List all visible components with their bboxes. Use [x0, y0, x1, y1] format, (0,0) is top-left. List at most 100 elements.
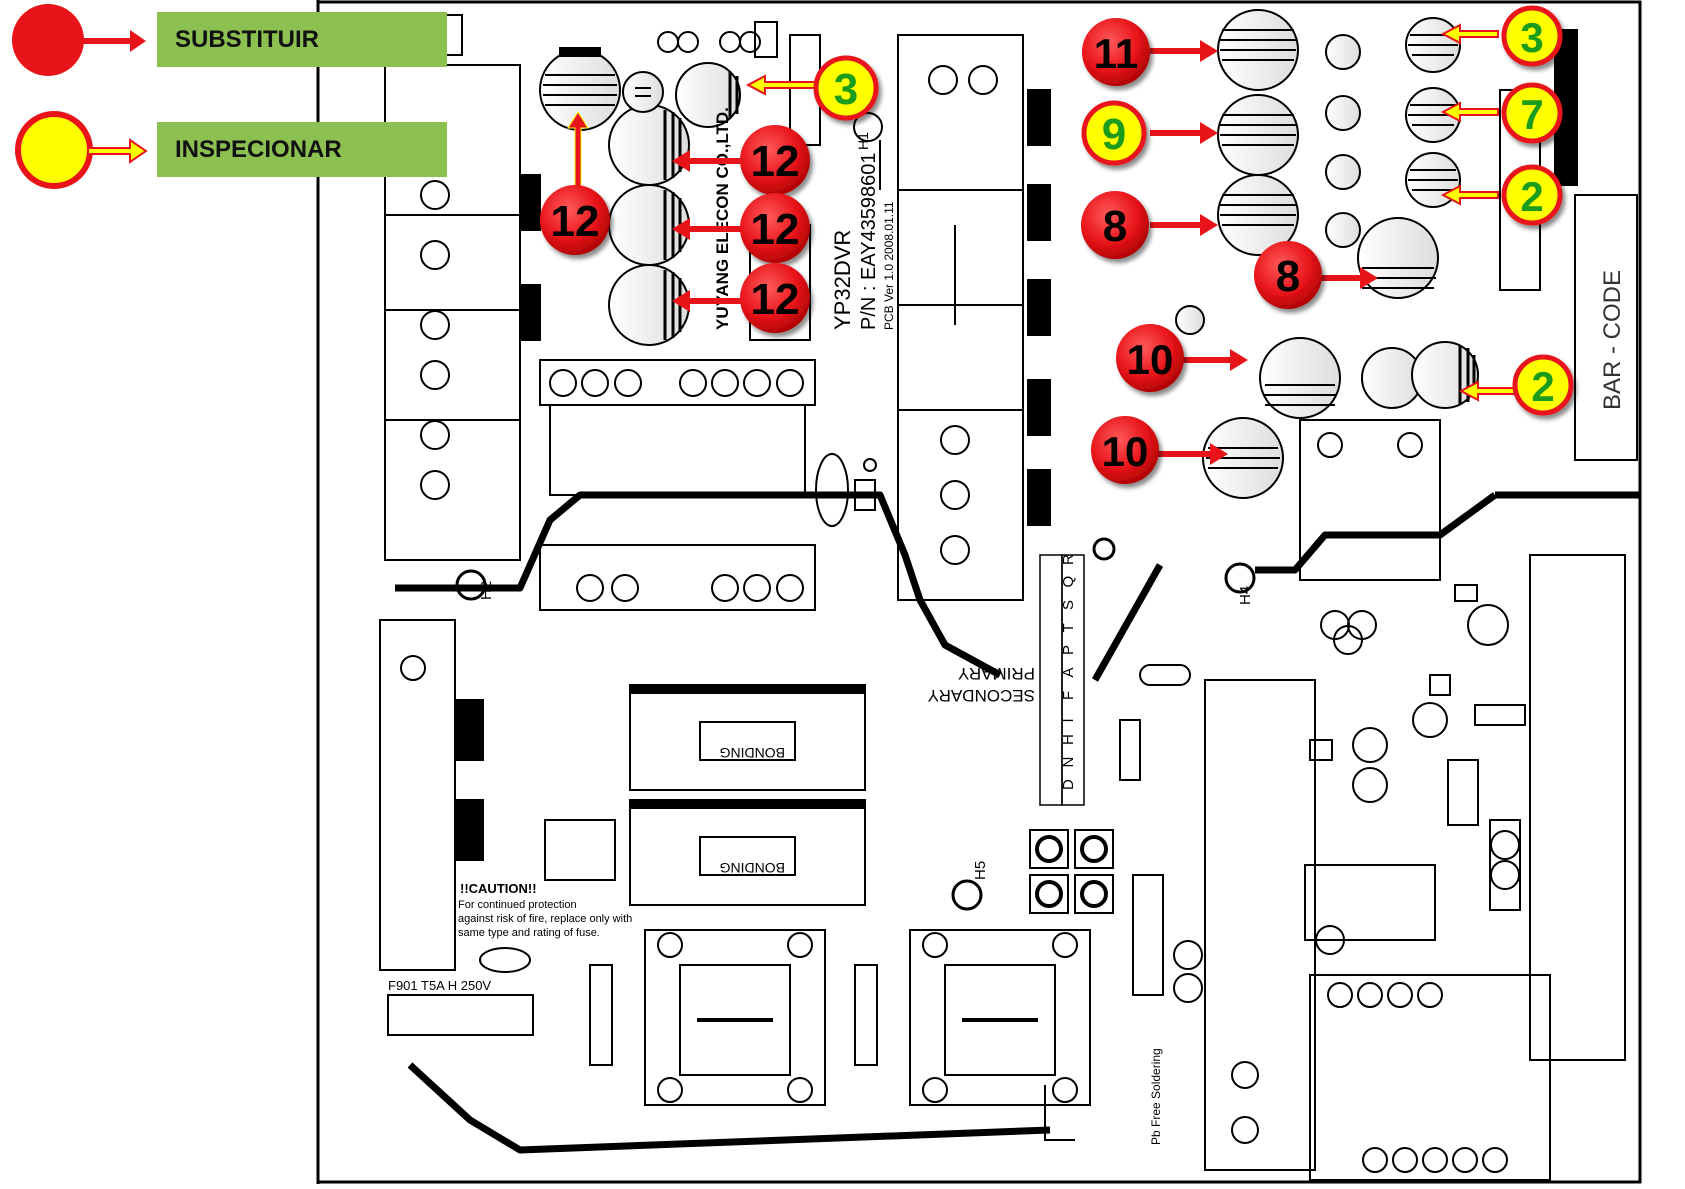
date-code-letter: H: [1060, 734, 1077, 745]
arrow-c8a: [1150, 214, 1218, 236]
arrow-c12d: [672, 290, 752, 312]
date-code-letter: P: [1060, 645, 1077, 655]
date-code-letter: N: [1060, 757, 1077, 768]
callout-c2b-number: 2: [1531, 363, 1554, 410]
legend: [12, 4, 148, 189]
callout-c10a-number: 10: [1127, 336, 1174, 383]
legend-replace-dot: [12, 4, 84, 76]
date-code-letter: D: [1060, 779, 1077, 790]
date-code-letter: I: [1060, 718, 1077, 722]
bonding-label-2: BONDING: [720, 860, 785, 876]
callout-c10b: 10: [1091, 416, 1159, 484]
legend-inspect-dot: [15, 111, 93, 189]
svg-text:H1: H1: [855, 132, 871, 150]
date-code-letter: S: [1060, 600, 1077, 610]
callout-circles: 3 12 12 12 12 11: [540, 5, 1574, 484]
arrow-c12b: [672, 150, 752, 172]
middle-circle-row: [539, 359, 877, 611]
caution-line3: same type and rating of fuse.: [458, 927, 600, 939]
arrow-c2b: [1458, 380, 1519, 402]
callout-c3a: 3: [813, 55, 879, 121]
callout-c12b: 12: [740, 125, 810, 195]
callout-c12a: 12: [540, 185, 610, 255]
callout-c11-number: 11: [1094, 30, 1138, 77]
bonding-blocks: [629, 684, 866, 906]
legend-replace-arrow: [80, 30, 146, 52]
callout-c2a-number: 2: [1520, 173, 1543, 220]
arrow-c7: [1440, 101, 1499, 123]
callout-c8b: 8: [1254, 241, 1322, 309]
board-outline: [316, 0, 1642, 1184]
primary-secondary-labels: PRIMARY SECONDARY: [928, 664, 1035, 705]
central-transformer-block: H1: [855, 34, 1051, 601]
arrow-c9: [1150, 122, 1218, 144]
arrow-c11: [1150, 40, 1218, 62]
heat-sink-label: H4: [1237, 586, 1254, 605]
right-bottom-structures: [1044, 419, 1626, 1181]
switches: [1029, 829, 1114, 914]
arrow-c12a: [567, 111, 589, 191]
model-label: YP32DVR: [830, 230, 855, 330]
primary-label: PRIMARY: [958, 664, 1035, 683]
callout-c3a-number: 3: [834, 65, 858, 114]
date-code-letter: Q: [1060, 576, 1077, 588]
date-code-grid: [1039, 554, 1085, 806]
pb-free-label: Pb Free Soldering: [1149, 1048, 1163, 1145]
callout-c8a: 8: [1081, 191, 1149, 259]
heat-sink-label: H5: [972, 861, 989, 880]
arrow-c10a: [1180, 349, 1248, 371]
caution-line1: For continued protection: [458, 899, 577, 911]
callout-c8a-number: 8: [1103, 202, 1127, 251]
fuse-label: F901 T5A H 250V: [388, 978, 491, 993]
callout-c7-number: 7: [1520, 91, 1543, 138]
callout-c12d: 12: [740, 263, 810, 333]
callout-c10b-number: 10: [1102, 428, 1149, 475]
callout-c2b: 2: [1512, 354, 1574, 416]
legend-replace-label: SUBSTITUIR: [157, 12, 447, 67]
callout-c3b: 3: [1501, 5, 1563, 67]
callout-c7: 7: [1501, 82, 1563, 144]
caution-title: !!CAUTION!!: [460, 881, 537, 896]
barcode-label: BAR - CODE: [1599, 270, 1626, 410]
heat-sink-label: H2: [478, 581, 495, 600]
callout-c3b-number: 3: [1520, 14, 1543, 61]
callout-c8b-number: 8: [1276, 252, 1300, 301]
arrow-c3b: [1440, 23, 1499, 45]
date-code-letter: F: [1060, 691, 1077, 700]
callout-c11: 11: [1082, 18, 1150, 86]
legend-inspect-arrow: [87, 138, 148, 164]
legend-inspect-label: INSPECIONAR: [157, 122, 447, 177]
callout-c12c: 12: [740, 193, 810, 263]
arrow-c12c: [672, 218, 752, 240]
isolation-boundary: [395, 491, 1640, 1154]
heat-sink-marks: [455, 537, 1256, 911]
callout-arrows: [567, 23, 1519, 465]
callout-c2a: 2: [1501, 164, 1563, 226]
callout-c12b-number: 12: [751, 137, 800, 186]
callout-c12a-number: 12: [551, 197, 600, 246]
arrow-c3a: [745, 74, 819, 96]
date-code-letter: R: [1060, 554, 1077, 565]
pcb-version-label: PCB Ver 1.0 2008.01.11: [882, 201, 896, 330]
arrow-c2a: [1440, 184, 1499, 206]
callout-c9-number: 9: [1102, 110, 1126, 159]
callout-c12d-number: 12: [751, 275, 800, 324]
left-capacitors: [539, 47, 741, 346]
left-connector-block: [379, 64, 541, 971]
right-capacitors: [1175, 9, 1479, 499]
bottom-transformers: [589, 929, 1091, 1106]
part-number-label: P/N : EAY43598601: [858, 152, 880, 330]
bonding-label-1: BONDING: [720, 745, 785, 761]
callout-c10a: 10: [1116, 324, 1184, 392]
arrow-c10b: [1158, 443, 1228, 465]
maker-label: YUYANG ELECON CO.,LTD.: [713, 107, 732, 330]
callout-c9: 9: [1081, 100, 1147, 166]
secondary-label: SECONDARY: [928, 686, 1035, 705]
fuse-area: F901 T5A H 250V: [387, 947, 534, 1036]
arrow-c8b: [1300, 267, 1378, 289]
caution-note: !!CAUTION!! For continued protection aga…: [458, 819, 632, 939]
caution-line2: against risk of fire, replace only with: [458, 913, 632, 925]
date-code-letter: T: [1060, 623, 1077, 632]
